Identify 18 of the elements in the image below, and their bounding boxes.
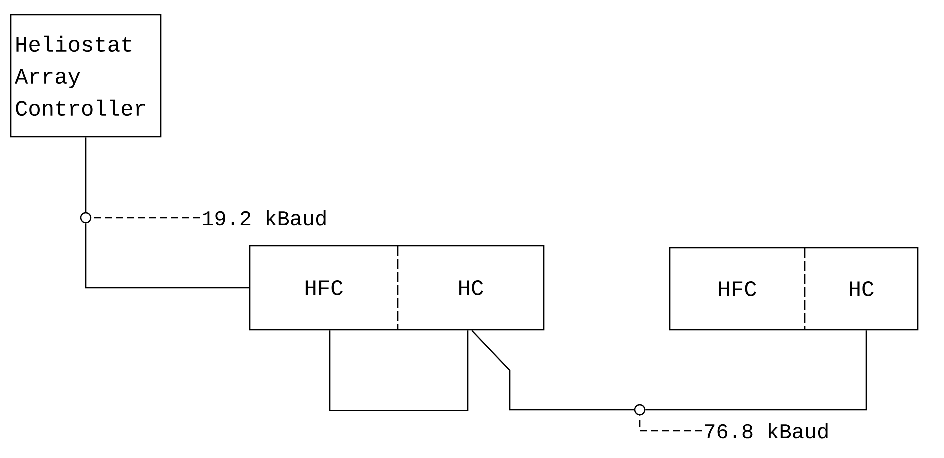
- unit-label: HFC: [306, 280, 343, 296]
- connection-line: [85, 224, 250, 289]
- unit-label: HC: [460, 280, 484, 296]
- leader-line: [639, 416, 702, 432]
- unit-label: HC: [850, 282, 874, 296]
- tap-circle: [80, 212, 92, 224]
- connection-line: [472, 330, 634, 411]
- connection-line: [329, 330, 469, 412]
- connection-line: [85, 138, 87, 212]
- controller-unit-box: [669, 247, 919, 331]
- baud-rate-label: 19.2 kBaud: [203, 210, 326, 226]
- tap-circle: [634, 404, 646, 416]
- connection-line: [646, 330, 868, 411]
- controller-unit-box: [249, 245, 545, 331]
- controller-box: Heliostat Array Controller: [10, 14, 162, 138]
- leader-line: [92, 217, 200, 219]
- unit-label: HFC: [719, 282, 756, 296]
- baud-rate-label: 76.8 kBaud: [705, 423, 828, 439]
